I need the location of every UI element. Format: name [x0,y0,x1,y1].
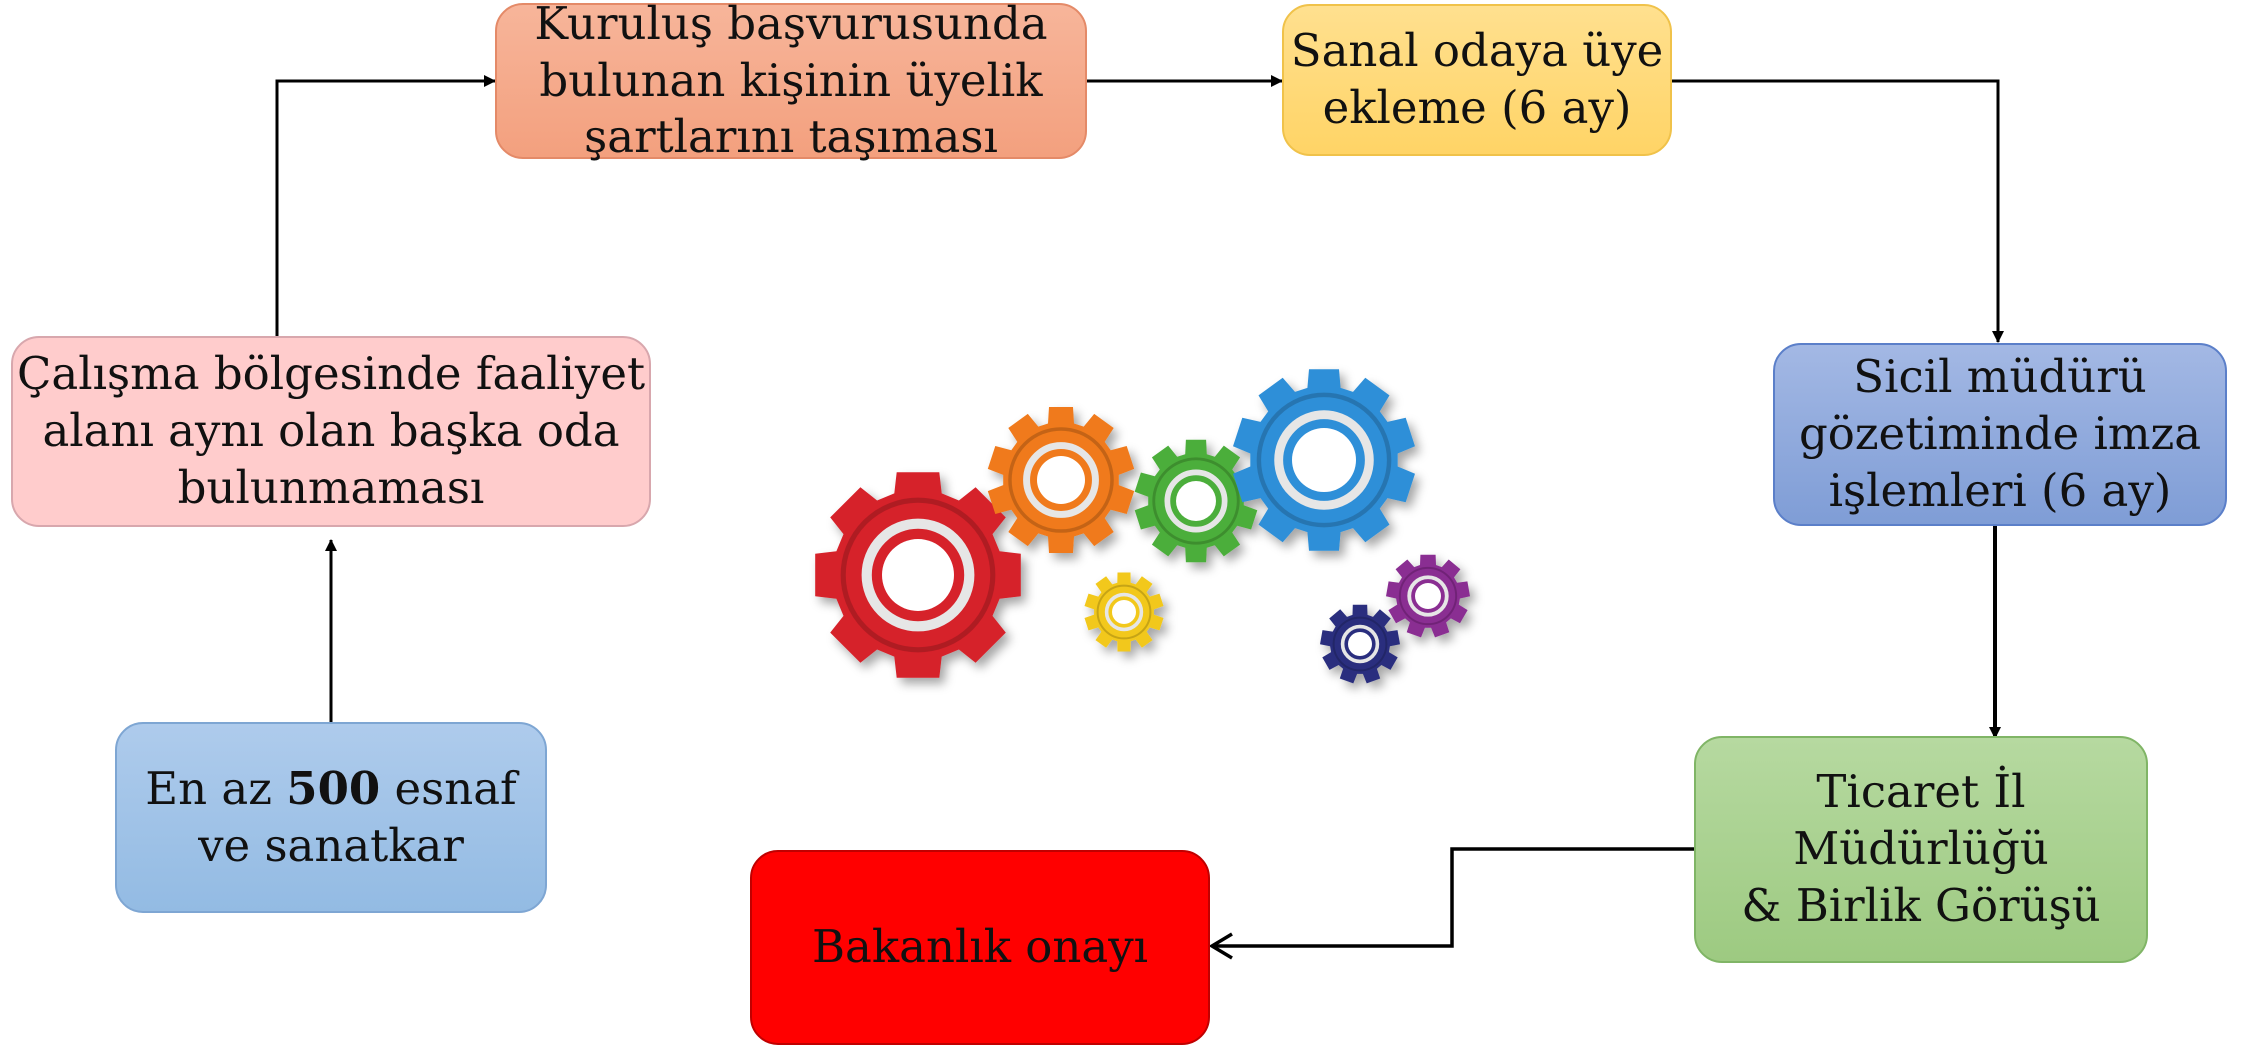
node-region: Çalışma bölgesinde faaliyet alanı aynı o… [11,336,651,527]
node-trade-directorate: Ticaret İl Müdürlüğü & Birlik Görüşü [1694,736,2148,963]
node-applicant-line-3: şartlarını taşıması [584,110,998,164]
navy-gear-icon [1320,604,1400,684]
node-applicant: Kuruluş başvurusunda bulunan kişinin üye… [495,0,1087,163]
node-applicant-line-1: Kuruluş başvurusunda [534,0,1048,50]
blue-gear-icon [1233,369,1415,551]
node-start-text-a: En az [145,761,272,815]
yellow-gear-icon [1084,572,1164,652]
node-signature-line-2: gözetiminde imza [1798,407,2202,461]
green-gear-icon [1134,439,1258,563]
arrow-virtual-room-to-signature [1672,79,2004,343]
node-trade-line-2: Müdürlüğü [1793,822,2049,876]
arrow-head-ministry [1208,932,1233,960]
node-signature-line-1: Sicil müdürü [1853,350,2147,404]
node-ministry-label: Bakanlık onayı [811,920,1149,974]
node-virtual-room-line-2: ekleme (6 ay) [1322,81,1632,134]
node-signature: Sicil müdürü gözetiminde imza işlemleri … [1773,343,2227,526]
node-region-line-1: Çalışma bölgesinde faaliyet [16,347,646,401]
node-start-text-b: esnaf [394,761,517,815]
arrow-region-to-applicant [275,75,496,336]
node-start-line-2: ve sanatkar [198,818,464,872]
arrow-trade-to-ministry [1212,847,1694,948]
node-virtual-room-line-1: Sanal odaya üye [1290,24,1664,78]
node-start: En az 500 esnaf ve sanatkar [115,722,547,913]
node-trade-line-3: & Birlik Görüşü [1741,878,2101,932]
purple-gear-icon [1386,554,1470,638]
node-virtual-room: Sanal odaya üye ekleme (6 ay) [1282,4,1672,156]
node-applicant-line-2: bulunan kişinin üyelik [539,53,1043,107]
node-start-number: 500 [286,761,381,815]
node-region-line-3: bulunmaması [177,460,485,514]
node-signature-line-3: işlemleri (6 ay) [1828,463,2172,517]
node-ministry: Bakanlık onayı [750,850,1210,1045]
node-region-line-2: alanı aynı olan başka oda [42,404,620,458]
red-gear-icon [815,472,1021,678]
node-trade-line-1: Ticaret İl [1816,765,2026,819]
orange-gear-icon [987,407,1135,553]
